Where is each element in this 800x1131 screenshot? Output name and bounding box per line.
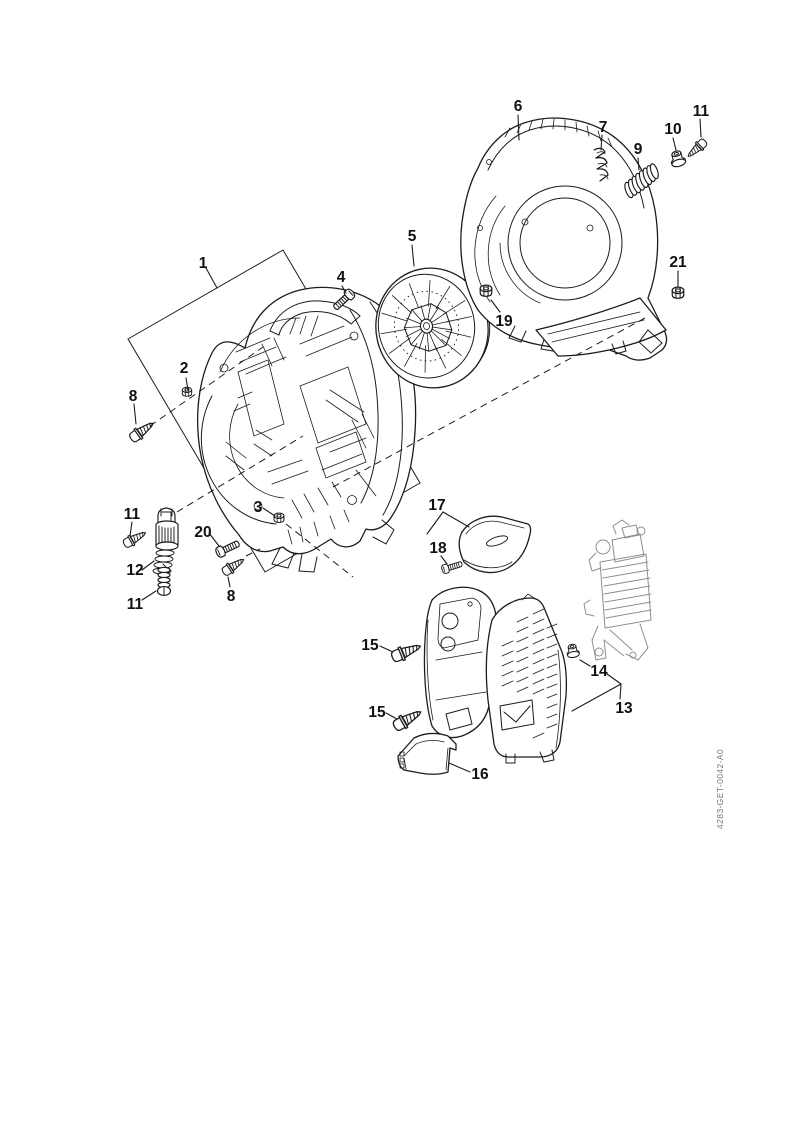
callout-10: 10	[664, 121, 681, 138]
callout-3: 3	[254, 499, 263, 516]
callout-11-top-right: 11	[693, 103, 710, 120]
callout-8-left: 8	[129, 388, 138, 405]
part-14-grommet-drawing	[565, 642, 581, 659]
callout-8-lower: 8	[227, 588, 236, 605]
callout-5: 5	[408, 228, 417, 245]
callout-17: 17	[428, 497, 445, 514]
part-15-screw-lower-drawing	[390, 705, 425, 734]
callout-19: 19	[495, 313, 513, 330]
part-3-nut-drawing	[273, 512, 285, 524]
part-18-screw-drawing	[440, 559, 464, 575]
callout-15-upper: 15	[361, 637, 379, 654]
callout-15-lower: 15	[368, 704, 386, 721]
part-8-screw-lower-drawing	[219, 554, 248, 578]
part-8-screw-left-drawing	[126, 417, 158, 445]
part-13-shroud-front-half-drawing	[423, 586, 497, 739]
part-17-deflector-plate-drawing	[458, 515, 532, 574]
callout-6: 6	[514, 98, 523, 115]
callout-9: 9	[634, 141, 643, 158]
part-13-shroud-louvered-half-drawing	[485, 593, 568, 764]
callout-20: 20	[194, 524, 211, 541]
part-6-fan-housing-cover-drawing	[460, 117, 668, 361]
part-20-screw-drawing	[213, 537, 242, 559]
callout-14: 14	[590, 663, 608, 680]
callout-21: 21	[669, 254, 687, 271]
part-21-nut-drawing	[671, 286, 685, 299]
part-11-screw-left-drawing	[121, 527, 149, 550]
part-12-av-spring-drawing	[152, 507, 179, 575]
callout-16: 16	[471, 766, 489, 783]
callout-7: 7	[599, 119, 608, 136]
drawing-number: 4283-GET-0042-A0	[715, 749, 725, 829]
callout-labels: 1 2 3 4 5 6 7 8 8 9 10 11 11 11 12 13 14…	[124, 98, 710, 783]
callout-2: 2	[180, 360, 189, 377]
part-16-cover-drawing	[397, 732, 457, 775]
part-9-spring-drawing	[624, 163, 659, 199]
part-2-nut-drawing	[181, 386, 193, 397]
callout-4: 4	[337, 269, 346, 286]
part-19-nut-drawing	[479, 284, 493, 297]
callout-1: 1	[199, 255, 208, 272]
callout-11-left-upper: 11	[124, 506, 141, 523]
callout-12: 12	[126, 562, 143, 579]
callout-18: 18	[429, 540, 447, 557]
assembly-axis-lines	[149, 317, 646, 578]
callout-11-left-lower: 11	[127, 596, 144, 613]
engine-cylinder-reference-drawing	[583, 519, 652, 661]
part-10-grommet-drawing	[668, 148, 687, 169]
leader-lines	[129, 114, 702, 773]
part-15-screw-upper-drawing	[389, 639, 424, 665]
part-11-screw-lower-drawing	[156, 563, 172, 596]
callout-13: 13	[615, 700, 633, 717]
part-11-screw-top-right-drawing	[684, 136, 710, 161]
